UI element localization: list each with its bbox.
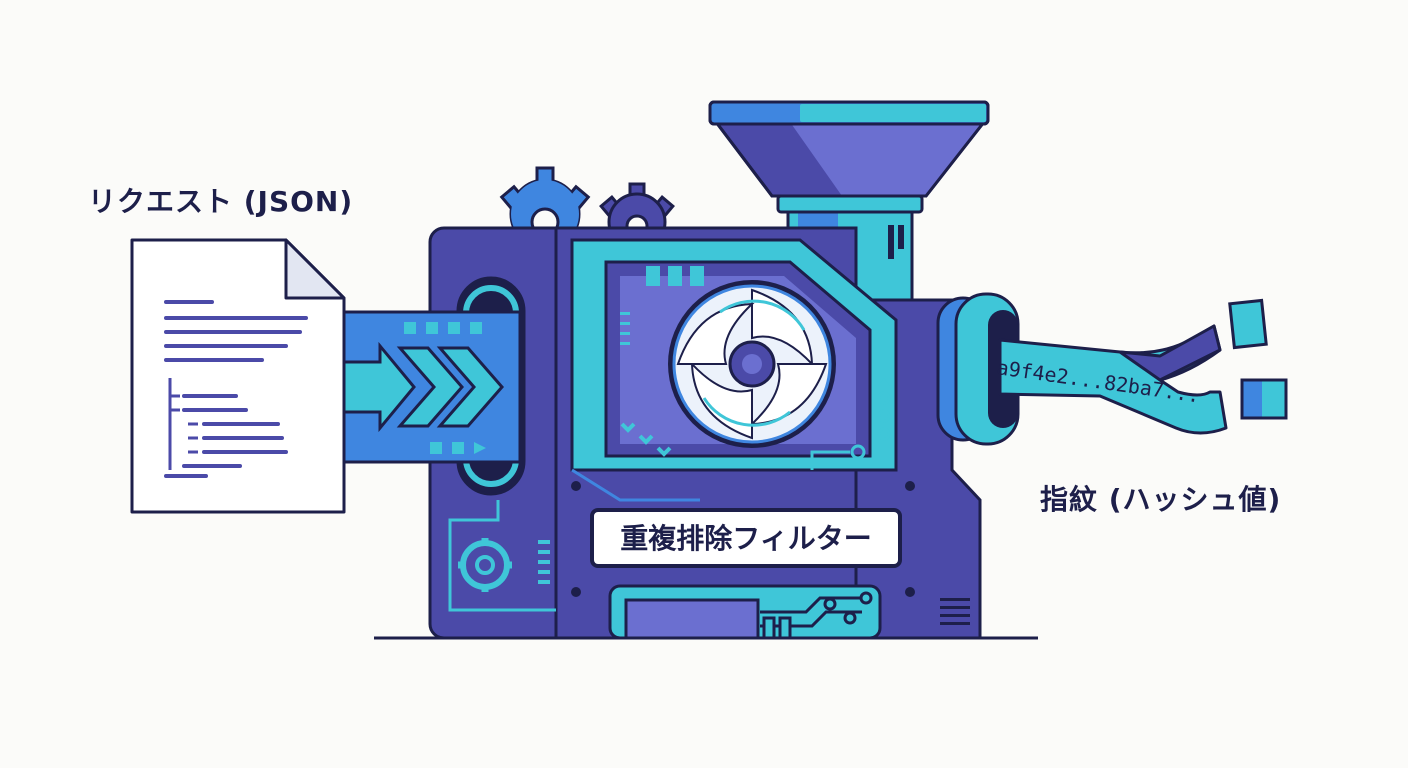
output-label: 指紋 (ハッシュ値)	[1040, 483, 1282, 516]
machine-nameplate: 重複排除フィルター	[590, 508, 902, 568]
hash-fragments	[1228, 298, 1288, 420]
gear-icon	[458, 538, 512, 592]
input-conveyor	[338, 310, 522, 464]
input-label: リクエスト (JSON)	[88, 185, 354, 218]
machine-name: 重複排除フィルター	[620, 522, 871, 555]
hash-ribbon: a9f4e2...82ba7...	[995, 324, 1228, 435]
fan	[668, 280, 836, 448]
output-nozzle	[936, 292, 1020, 446]
json-document-icon	[130, 238, 346, 514]
